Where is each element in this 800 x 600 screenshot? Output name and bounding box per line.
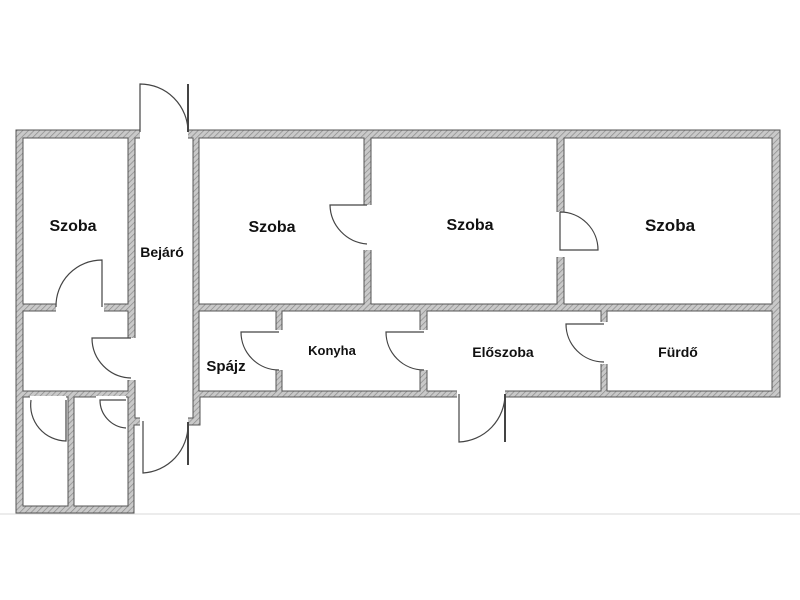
szoba-2-opening [363,205,372,250]
door-konyha [385,331,425,371]
door-small-1 [30,399,67,442]
door-openings [30,129,608,426]
room-label-furdo: Fürdő [658,344,698,360]
door-entrance-top [139,83,189,133]
storage-opening [127,338,136,380]
walls [15,129,781,514]
door-szoba-4 [559,211,599,251]
eloszoba-opening [600,322,608,364]
entrance-opening-top [140,129,188,139]
room-label-eloszoba: Előszoba [472,344,534,360]
door-main-entry [458,393,506,443]
spajz-opening [275,330,283,370]
door-spajz [240,331,280,371]
main-entry-opening [457,390,505,398]
room-label-szoba-2: Szoba [248,219,295,236]
door-szoba-2 [329,204,368,245]
room-label-konyha: Konyha [308,343,356,358]
room-label-szoba-4: Szoba [645,216,696,235]
door-entrance-bottom [142,421,189,474]
entrance-opening-bottom [140,417,188,426]
szoba-1-opening [56,303,104,312]
small-room-opening-2 [96,396,126,398]
door-storage [91,337,132,379]
door-swings [30,83,605,474]
room-label-bejaro: Bejáró [140,244,184,260]
door-szoba-1 [55,259,103,308]
room-label-szoba-3: Szoba [446,217,493,234]
door-eloszoba [565,323,605,363]
konyha-opening [419,330,428,370]
door-small-2 [99,399,127,429]
room-label-spajz: Spájz [206,358,245,375]
room-label-szoba-1: Szoba [49,218,96,235]
small-room-opening-1 [30,396,66,398]
